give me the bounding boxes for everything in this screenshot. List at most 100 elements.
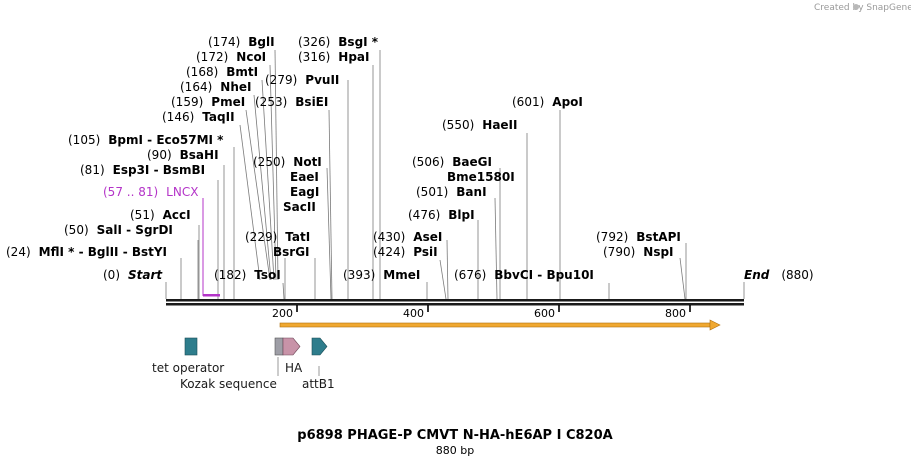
enzyme-e19[interactable]: EaeI bbox=[290, 170, 319, 184]
enzyme-name: PvuII bbox=[305, 73, 339, 87]
feature-label-attb1: attB1 bbox=[302, 377, 335, 391]
enzyme-e24[interactable]: (393)MmeI bbox=[343, 268, 420, 282]
enzyme-e27[interactable]: (476)BlpI bbox=[408, 208, 475, 222]
cut-line-e26 bbox=[439, 259, 447, 300]
enzyme-e29[interactable]: Bme1580I bbox=[447, 170, 515, 184]
primer-lncx[interactable]: (57 .. 81)LNCX bbox=[103, 185, 220, 297]
start-pos: (0) bbox=[103, 268, 120, 282]
enzyme-e31[interactable]: (550)HaeII bbox=[442, 118, 518, 132]
enzyme-e13[interactable]: (182)TsoI bbox=[214, 268, 281, 282]
end-text: End bbox=[744, 268, 770, 282]
cut-line-e35 bbox=[679, 257, 686, 300]
enzyme-pos: (182) bbox=[214, 268, 246, 282]
enzyme-e22[interactable]: (229)TatI bbox=[245, 230, 310, 244]
enzyme-e12[interactable]: (24) MflI * - BglII - BstYI bbox=[6, 245, 167, 259]
enzyme-pos: (24) bbox=[6, 245, 31, 259]
orf-arrow-head bbox=[709, 319, 721, 331]
enzyme-e33[interactable]: (676) BbvCI - Bpu10I bbox=[454, 268, 594, 282]
enzyme-name: PmeI bbox=[211, 95, 245, 109]
enzyme-pos: (430) bbox=[373, 230, 405, 244]
enzyme-e11[interactable]: (50)SalI - SgrDI bbox=[64, 223, 173, 237]
enzyme-pos: (164) bbox=[180, 80, 212, 94]
enzyme-e6[interactable]: (146)TaqII bbox=[162, 110, 235, 124]
enzyme-e34[interactable]: (792)BstAPI bbox=[596, 230, 681, 244]
enzyme-e28[interactable]: (506)BaeGI bbox=[412, 155, 492, 169]
enzyme-pos: (50) bbox=[64, 223, 89, 237]
enzyme-e23[interactable]: BsrGI bbox=[273, 245, 310, 259]
orf-bar bbox=[279, 322, 711, 328]
enzyme-name: BbvCI - Bpu10I bbox=[494, 268, 594, 282]
primer-bar bbox=[203, 294, 220, 297]
cut-line-e17 bbox=[328, 109, 333, 300]
enzyme-e25[interactable]: (430)AseI bbox=[373, 230, 442, 244]
credit-text: Created by SnapGene bbox=[814, 3, 911, 13]
enzyme-e15[interactable]: (316)HpaI bbox=[298, 50, 369, 64]
enzyme-e14[interactable]: (326)BsgI * bbox=[298, 35, 379, 49]
enzyme-pos: (501) bbox=[416, 185, 448, 199]
cut-line-e6 bbox=[239, 124, 261, 281]
enzyme-e35[interactable]: (790)NspI bbox=[603, 245, 674, 259]
enzyme-e3[interactable]: (168) BmtI bbox=[186, 65, 258, 79]
enzyme-e8[interactable]: (90)BsaHI bbox=[147, 148, 219, 162]
enzyme-e16[interactable]: (279) PvuII bbox=[265, 73, 339, 87]
enzyme-e7[interactable]: (105) BpmI - Eco57MI * bbox=[68, 133, 224, 147]
cut-line-e30 bbox=[494, 197, 498, 300]
primer-label: (57 .. 81)LNCX bbox=[103, 185, 198, 199]
cut-line-e5 bbox=[245, 109, 271, 281]
enzyme-e4[interactable]: (164)NheI bbox=[180, 80, 251, 94]
enzyme-e10[interactable]: (51)AccI bbox=[130, 208, 191, 222]
end-pos: (880) bbox=[781, 268, 813, 282]
enzyme-name: NcoI bbox=[236, 50, 266, 64]
enzyme-name: BsgI * bbox=[338, 35, 379, 49]
orf-arrow[interactable] bbox=[279, 319, 721, 331]
cut-line-e3 bbox=[261, 79, 275, 281]
sequence-ends: (0) Start End (880) bbox=[103, 268, 814, 299]
enzyme-pos: (81) bbox=[80, 163, 105, 177]
end-label: End (880) bbox=[744, 268, 814, 282]
feature-kozak[interactable] bbox=[274, 337, 284, 356]
enzyme-name: BaeGI bbox=[452, 155, 492, 169]
dna-backbone bbox=[166, 299, 744, 306]
enzyme-e17[interactable]: (253)BsiEI bbox=[255, 95, 328, 109]
feature-label-ha: HA bbox=[285, 361, 303, 375]
enzyme-pos: (279) bbox=[265, 73, 297, 87]
enzyme-name: BmtI bbox=[226, 65, 258, 79]
feature-ha-arrow[interactable] bbox=[282, 337, 301, 356]
start-text: Start bbox=[128, 268, 163, 282]
enzyme-name: MmeI bbox=[383, 268, 420, 282]
enzyme-pos: (168) bbox=[186, 65, 218, 79]
enzyme-name: BpmI - Eco57MI * bbox=[108, 133, 224, 147]
enzyme-e5[interactable]: (159)PmeI bbox=[171, 95, 245, 109]
enzyme-name: Esp3I - BsmBI bbox=[113, 163, 205, 177]
enzyme-e30[interactable]: (501)BanI bbox=[416, 185, 487, 199]
enzyme-name: AccI bbox=[163, 208, 191, 222]
enzyme-pos: (676) bbox=[454, 268, 486, 282]
enzyme-e32[interactable]: (601)ApoI bbox=[512, 95, 583, 109]
enzyme-e18[interactable]: (250)NotI bbox=[253, 155, 322, 169]
feature-tet-operator[interactable] bbox=[184, 337, 198, 356]
enzyme-name: PsiI bbox=[413, 245, 437, 259]
enzyme-pos: (172) bbox=[196, 50, 228, 64]
enzyme-pos: (105) bbox=[68, 133, 100, 147]
enzyme-name: BstAPI bbox=[636, 230, 681, 244]
enzyme-pos: (316) bbox=[298, 50, 330, 64]
ruler: 200 400 600 800 bbox=[272, 305, 691, 320]
enzyme-e1[interactable]: (174)BglI bbox=[208, 35, 275, 49]
enzyme-e2[interactable]: (172) NcoI bbox=[196, 50, 266, 64]
enzyme-e20[interactable]: EagI bbox=[290, 185, 319, 199]
primer-name: LNCX bbox=[166, 185, 198, 199]
enzyme-pos: (424) bbox=[373, 245, 405, 259]
map-subtitle: 880 bp bbox=[436, 444, 474, 457]
enzyme-e21[interactable]: SacII bbox=[283, 200, 316, 214]
cut-line-e2 bbox=[269, 64, 277, 281]
enzyme-pos: (790) bbox=[603, 245, 635, 259]
feature-attb1-arrow[interactable] bbox=[311, 337, 328, 356]
enzyme-pos: (250) bbox=[253, 155, 285, 169]
enzyme-e26[interactable]: (424) PsiI bbox=[373, 245, 438, 259]
enzyme-pos: (253) bbox=[255, 95, 287, 109]
snapgene-logo-icon bbox=[853, 4, 859, 10]
enzyme-pos: (146) bbox=[162, 110, 194, 124]
enzyme-name: MflI * - BglII - BstYI bbox=[39, 245, 167, 259]
start-label: (0) Start bbox=[103, 268, 163, 282]
enzyme-e9[interactable]: (81) Esp3I - BsmBI bbox=[80, 163, 205, 177]
